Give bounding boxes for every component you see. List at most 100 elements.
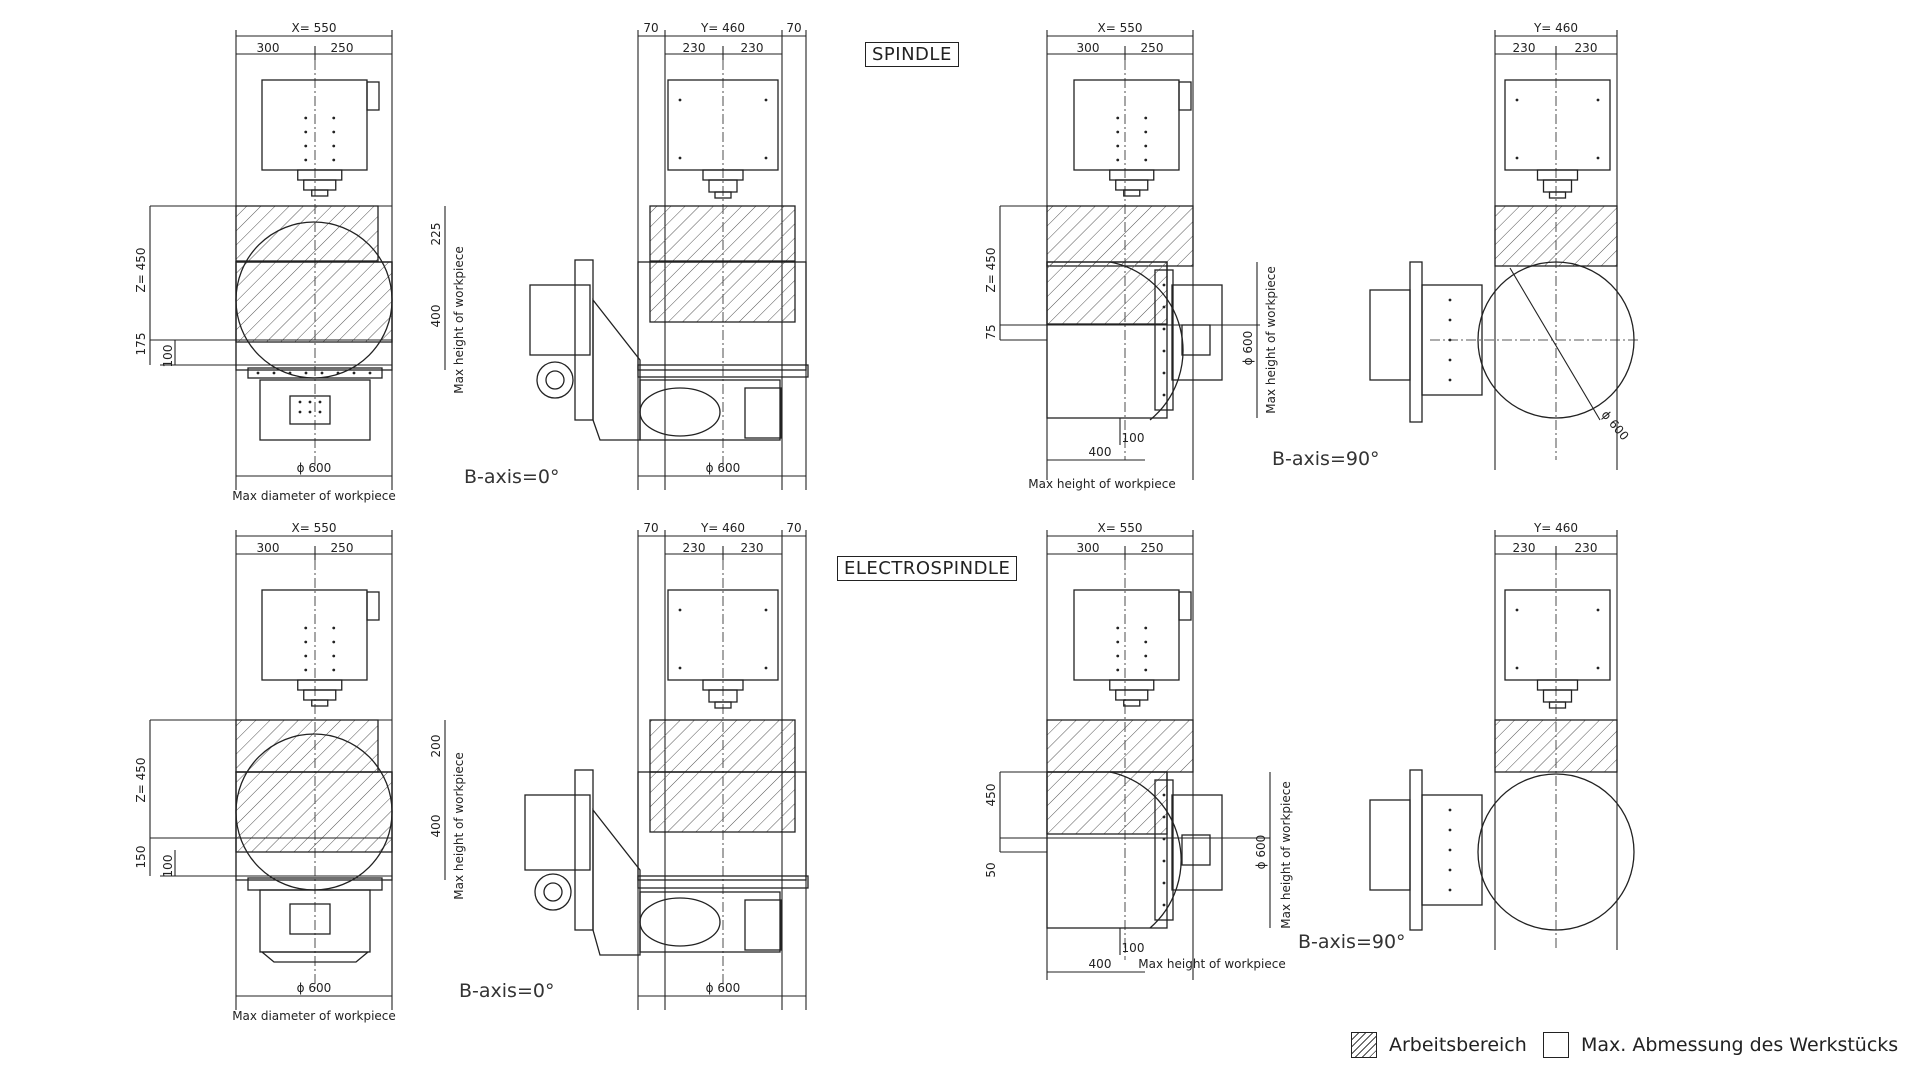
- dot: [1144, 640, 1148, 644]
- dimension-label: 225: [429, 223, 443, 246]
- dot: [1162, 859, 1166, 863]
- dimension-label: 450: [984, 784, 998, 807]
- dot: [678, 98, 682, 102]
- cradle-body: [1421, 794, 1483, 906]
- dimension-label: 400: [1089, 445, 1112, 459]
- dimension-line: [1509, 267, 1601, 421]
- dot: [1162, 371, 1166, 375]
- spindle-nose: [1542, 179, 1573, 193]
- table-plate: [1154, 269, 1174, 411]
- trunnion-face: [289, 395, 331, 425]
- spindle-tip: [714, 191, 732, 199]
- spindle-tip: [1548, 191, 1567, 199]
- spindle-tip: [1548, 701, 1567, 709]
- dimension-label: Z= 450: [984, 248, 998, 293]
- b-axis-label-top-right: B-axis=90°: [1272, 448, 1380, 470]
- motor-housing: [1369, 799, 1411, 891]
- work-area-hatch: [1046, 205, 1194, 267]
- dot: [332, 144, 336, 148]
- table-plate: [247, 367, 383, 379]
- dot: [1162, 903, 1166, 907]
- cradle-window: [639, 897, 721, 947]
- b-axis-label-bottom-right: B-axis=90°: [1298, 931, 1406, 953]
- dimension-label: 400: [429, 815, 443, 838]
- dot: [318, 400, 322, 404]
- spindle-nose: [1536, 169, 1579, 181]
- dot: [332, 158, 336, 162]
- note-max-height: Max height of workpiece: [1028, 477, 1175, 491]
- dot: [764, 98, 768, 102]
- spindle-side-box: [1178, 81, 1192, 111]
- dot: [256, 371, 260, 375]
- dimension-label: ϕ 600: [706, 981, 741, 995]
- dot: [678, 156, 682, 160]
- hatch-swatch-icon: [1351, 1032, 1377, 1058]
- dot: [318, 410, 322, 414]
- dot: [1144, 654, 1148, 658]
- dot: [1448, 358, 1452, 362]
- dot: [332, 668, 336, 672]
- spindle-nose: [303, 179, 337, 191]
- dot: [308, 410, 312, 414]
- cradle-body: [1421, 284, 1483, 396]
- dot: [1116, 144, 1120, 148]
- spindle-nose: [1115, 689, 1149, 701]
- work-area-hatch: [1046, 771, 1168, 835]
- dot: [304, 130, 308, 134]
- dot: [332, 654, 336, 658]
- dot: [304, 144, 308, 148]
- max-workpiece-box: [637, 261, 807, 371]
- dot: [1515, 608, 1519, 612]
- dot: [1116, 626, 1120, 630]
- dot: [336, 371, 340, 375]
- work-area-hatch: [649, 719, 796, 773]
- work-area-hatch: [235, 719, 379, 773]
- max-workpiece-box: [235, 771, 393, 881]
- trunnion-box: [259, 379, 371, 441]
- dot: [1116, 130, 1120, 134]
- dot: [1162, 327, 1166, 331]
- dimension-label: 300: [1077, 541, 1100, 555]
- dimension-label: 175: [134, 333, 148, 356]
- dimension-label: 100: [1122, 431, 1145, 445]
- dimension-label: X= 550: [292, 521, 337, 535]
- dot: [272, 371, 276, 375]
- dot: [1162, 881, 1166, 885]
- spindle-nose: [1109, 679, 1155, 691]
- dimension-label: ϕ 600: [1241, 331, 1255, 366]
- dot: [1596, 98, 1600, 102]
- spindle-side-box: [366, 591, 380, 621]
- note-max-height: Max height of workpiece: [1279, 781, 1293, 928]
- trunnion-face: [289, 903, 331, 935]
- motor-housing: [1369, 289, 1411, 381]
- dot: [764, 156, 768, 160]
- dimension-label: ϕ 600: [706, 461, 741, 475]
- dimension-label: ϕ 600: [1599, 408, 1632, 444]
- dot: [304, 640, 308, 644]
- dimension-label: 200: [429, 735, 443, 758]
- dimension-label: Y= 460: [700, 21, 745, 35]
- work-area-hatch: [649, 205, 796, 262]
- note-max-diameter: Max diameter of workpiece: [232, 1009, 396, 1023]
- dimension-label: ϕ 600: [297, 461, 332, 475]
- dot: [1116, 116, 1120, 120]
- dot: [332, 116, 336, 120]
- dot: [298, 400, 302, 404]
- dimension-label: 300: [257, 541, 280, 555]
- dot: [298, 410, 302, 414]
- spindle-tip: [311, 699, 329, 707]
- dot: [1116, 668, 1120, 672]
- work-area-hatch: [1046, 719, 1194, 773]
- dimension-label: Z= 450: [134, 248, 148, 293]
- trunnion-box: [1171, 284, 1223, 381]
- dimension-label: 230: [741, 541, 764, 555]
- dimension-label: 70: [786, 521, 801, 535]
- spindle-nose: [1109, 169, 1155, 181]
- dot: [1448, 318, 1452, 322]
- work-area-hatch: [1494, 205, 1618, 267]
- dimension-label: X= 550: [1098, 21, 1143, 35]
- spindle-tip: [311, 189, 329, 197]
- spindle-housing: [261, 589, 368, 681]
- spindle-tip: [1123, 699, 1141, 707]
- dimension-label: 150: [134, 846, 148, 869]
